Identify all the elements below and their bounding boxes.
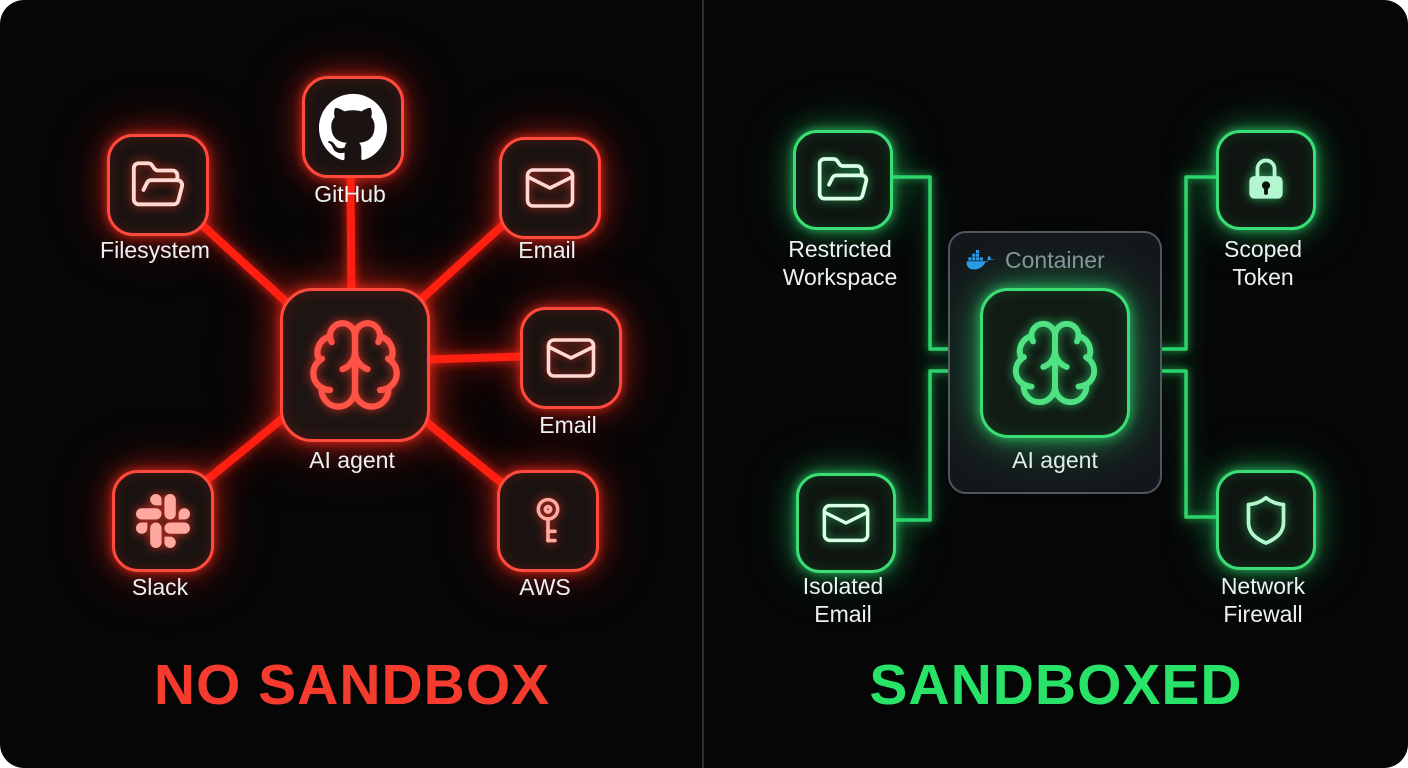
folder-open-icon bbox=[815, 152, 871, 208]
envelope-icon bbox=[523, 161, 577, 215]
aws-node bbox=[497, 470, 599, 572]
container-header: Container bbox=[966, 247, 1105, 274]
brain-icon bbox=[1008, 316, 1102, 410]
restricted-workspace-label: Restricted Workspace bbox=[782, 236, 898, 290]
aws-label: AWS bbox=[519, 574, 571, 600]
no-sandbox-title: NO SANDBOX bbox=[153, 653, 551, 717]
github-label: GitHub bbox=[314, 181, 386, 207]
sandboxed-title: SANDBOXED bbox=[869, 653, 1243, 717]
docker-whale-icon bbox=[966, 250, 996, 271]
container-box: Container AI agent bbox=[948, 231, 1162, 494]
envelope-icon bbox=[544, 331, 598, 385]
scoped-token-node bbox=[1216, 130, 1316, 230]
ai-agent-label-left: AI agent bbox=[309, 447, 395, 473]
email-node-top bbox=[499, 137, 601, 239]
slack-label: Slack bbox=[131, 574, 189, 600]
panel-divider bbox=[702, 0, 704, 768]
network-firewall-label: Network Firewall bbox=[1220, 573, 1306, 627]
email-node-right bbox=[520, 307, 622, 409]
envelope-icon bbox=[820, 497, 872, 549]
container-label: Container bbox=[1005, 247, 1105, 273]
email-label-right: Email bbox=[539, 412, 597, 438]
filesystem-node bbox=[107, 134, 209, 236]
email-label-top: Email bbox=[518, 237, 576, 263]
shield-icon bbox=[1238, 492, 1294, 548]
brain-icon bbox=[305, 315, 405, 415]
slack-icon bbox=[136, 494, 190, 548]
restricted-workspace-node bbox=[793, 130, 893, 230]
scoped-token-label: Scoped Token bbox=[1223, 236, 1302, 290]
isolated-email-label: Isolated Email bbox=[802, 573, 884, 627]
key-icon bbox=[521, 494, 575, 548]
network-firewall-node bbox=[1216, 470, 1316, 570]
slack-node bbox=[112, 470, 214, 572]
isolated-email-node bbox=[796, 473, 896, 573]
lock-icon bbox=[1239, 153, 1293, 207]
github-node bbox=[302, 76, 404, 178]
github-icon bbox=[319, 93, 387, 161]
ai-agent-node-right bbox=[980, 288, 1130, 438]
filesystem-label: Filesystem bbox=[100, 237, 210, 263]
ai-agent-label-right: AI agent bbox=[1012, 447, 1098, 473]
ai-agent-node-left bbox=[280, 288, 430, 442]
folder-open-icon bbox=[129, 156, 187, 214]
